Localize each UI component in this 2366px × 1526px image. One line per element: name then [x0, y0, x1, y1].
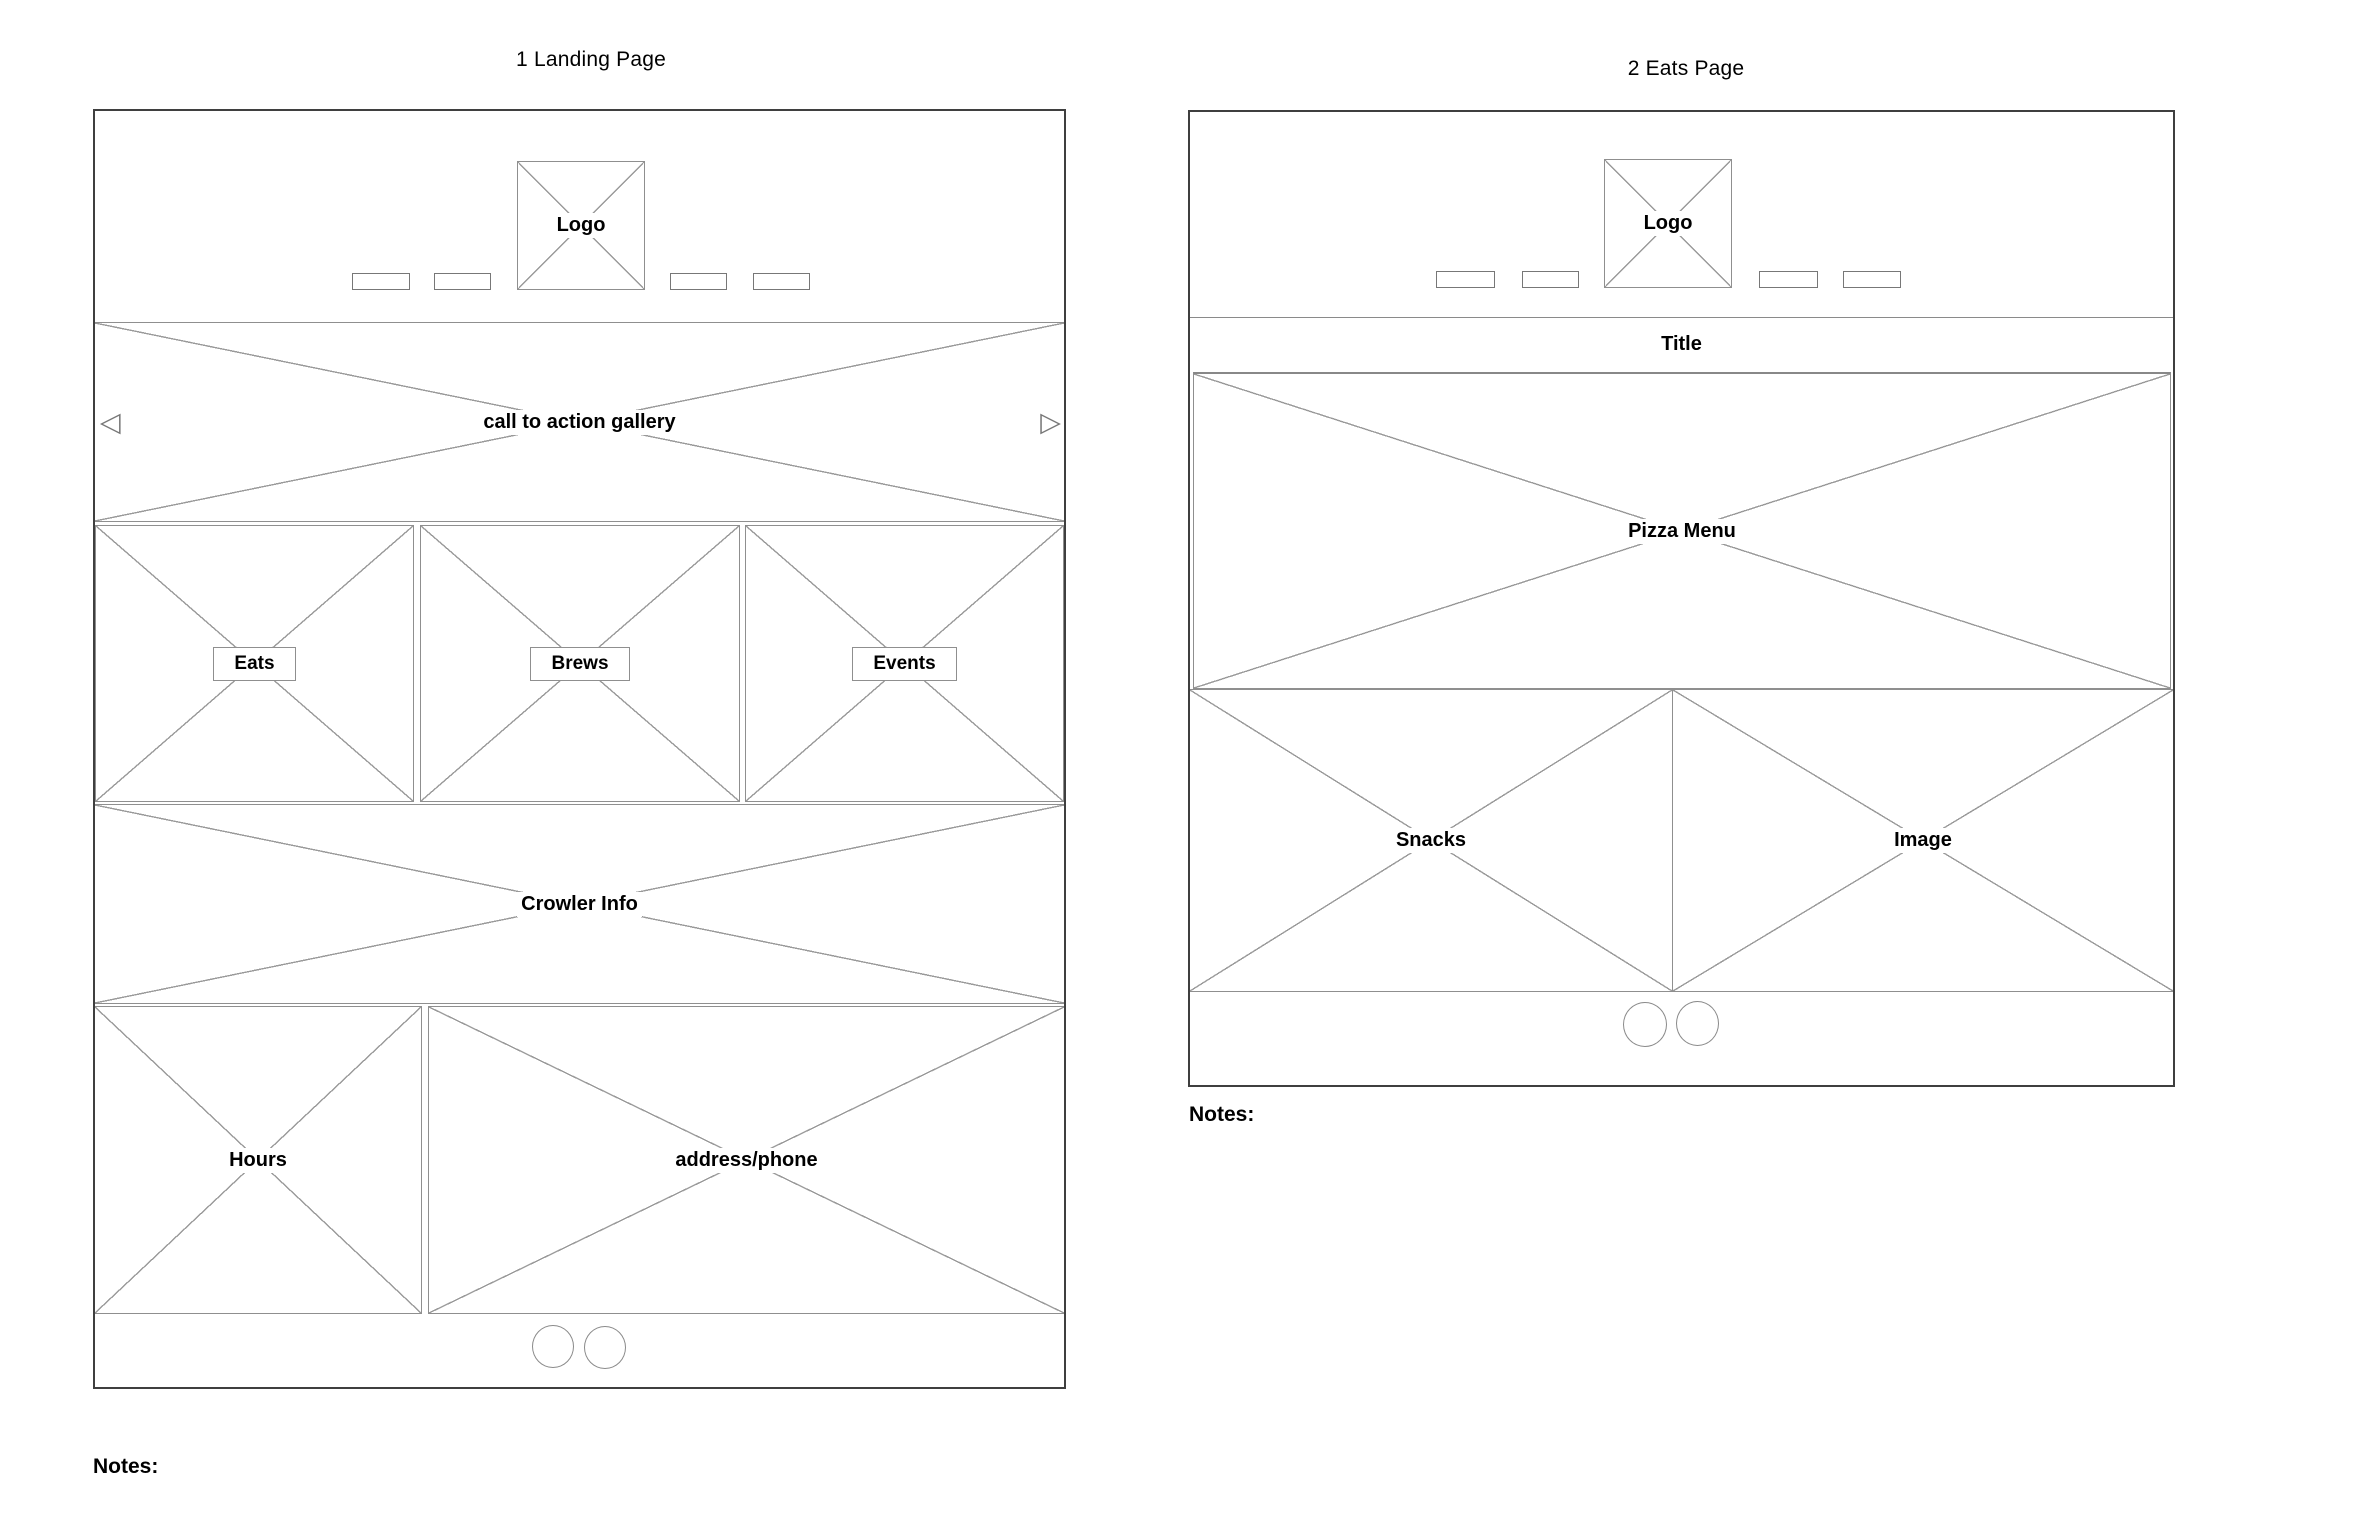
social-icon-placeholder[interactable]	[1623, 1002, 1667, 1047]
landing-page-frame: Logo call to action gallery ◁ ▷ Eats Bre…	[93, 109, 1066, 1389]
image-placeholder: Image	[1672, 689, 2173, 992]
crowler-info-label: Crowler Info	[517, 891, 642, 917]
nav-link-placeholder[interactable]	[753, 273, 810, 290]
nav-link-placeholder[interactable]	[1843, 271, 1901, 288]
logo-placeholder[interactable]: Logo	[517, 161, 645, 290]
nav-link-placeholder[interactable]	[1759, 271, 1818, 288]
nav-link-placeholder[interactable]	[1436, 271, 1495, 288]
page-title-band: Title	[1190, 317, 2173, 372]
address-phone-label: address/phone	[671, 1147, 822, 1173]
eats-page-caption: 2 Eats Page	[1627, 57, 1745, 80]
image-label: Image	[1890, 828, 1956, 853]
gallery-prev-icon[interactable]: ◁	[100, 407, 121, 438]
hours-label: Hours	[225, 1147, 291, 1173]
logo-label: Logo	[1639, 211, 1697, 236]
logo-label: Logo	[552, 213, 610, 238]
category-label: Eats	[213, 646, 296, 681]
social-icon-placeholder[interactable]	[1676, 1001, 1719, 1046]
pizza-menu-placeholder: Pizza Menu	[1193, 372, 2171, 689]
snacks-label: Snacks	[1391, 828, 1471, 853]
category-label: Brews	[530, 646, 630, 681]
address-phone-placeholder: address/phone	[428, 1006, 1064, 1314]
header-divider	[1190, 317, 2173, 318]
landing-page-notes-label: Notes:	[93, 1455, 159, 1478]
eats-page-notes-label: Notes:	[1189, 1103, 1255, 1126]
logo-placeholder[interactable]: Logo	[1604, 159, 1732, 288]
category-label: Events	[852, 646, 957, 681]
pizza-menu-label: Pizza Menu	[1624, 518, 1740, 544]
nav-link-placeholder[interactable]	[434, 273, 491, 290]
cta-gallery-placeholder: call to action gallery	[95, 322, 1064, 522]
gallery-next-icon[interactable]: ▷	[1040, 407, 1061, 438]
hours-placeholder: Hours	[95, 1006, 422, 1314]
nav-link-placeholder[interactable]	[1522, 271, 1579, 288]
nav-link-placeholder[interactable]	[352, 273, 410, 290]
cta-gallery-label: call to action gallery	[479, 409, 680, 435]
page-title-label: Title	[1661, 333, 1702, 355]
nav-link-placeholder[interactable]	[670, 273, 727, 290]
category-tile-events[interactable]: Events	[745, 525, 1064, 802]
social-icon-placeholder[interactable]	[532, 1325, 574, 1368]
category-tile-eats[interactable]: Eats	[95, 525, 414, 802]
social-icon-placeholder[interactable]	[584, 1326, 626, 1369]
category-tile-brews[interactable]: Brews	[420, 525, 740, 802]
snacks-placeholder: Snacks	[1190, 689, 1673, 992]
eats-page-frame: Logo Title Pizza Menu Snacks Image	[1188, 110, 2175, 1087]
crowler-info-placeholder: Crowler Info	[95, 804, 1064, 1004]
landing-page-caption: 1 Landing Page	[516, 48, 666, 71]
